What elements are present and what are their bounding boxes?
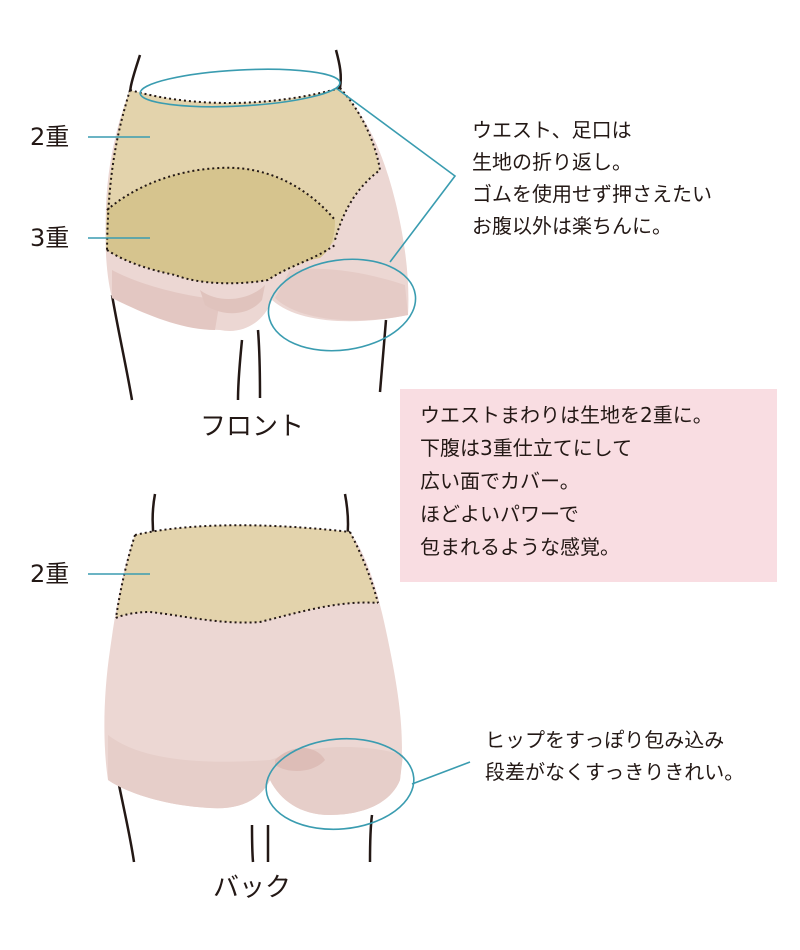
front-seam-left: [106, 89, 131, 251]
info-box-line: ほどよいパワーで: [420, 502, 579, 526]
back-hip-callout-ellipse: [265, 737, 415, 831]
info-box-line: 広い面でカバー。: [420, 469, 580, 493]
back-gusset: [275, 747, 325, 772]
info-box-line: ウエストまわりは生地を2重に。: [420, 403, 713, 427]
front-gusset: [200, 285, 265, 314]
front-seam-waist: [129, 87, 341, 104]
back-right-leg-outer: [368, 814, 374, 863]
front-leg-callout-ellipse: [267, 258, 417, 352]
front-waist-callout-ellipse: [139, 68, 341, 108]
front-hem-left: [112, 270, 220, 330]
front-note-line: ゴムを使用せず押さえたい: [472, 182, 712, 206]
front-right-leg-inner: [256, 329, 262, 399]
front-note-line: 生地の折り返し。: [472, 150, 632, 174]
front-note-line: ウエスト、足口は: [472, 118, 632, 142]
front-note-line: お腹以外は楽ちんに。: [472, 214, 672, 238]
front-seam-bottom: [106, 244, 336, 285]
front-label-3-layer: 3重: [30, 224, 70, 252]
front-body-right-line: [334, 49, 343, 89]
back-callout-connector: [411, 761, 471, 785]
back-label-2-layer: 2重: [30, 560, 70, 588]
info-box-line: 下腹は3重仕立てにして: [420, 436, 633, 460]
back-figure: [88, 493, 471, 863]
back-note: ヒップをすっぽり包み込み 段差がなくすっきりきれい。: [485, 724, 744, 788]
back-layer-2: [116, 525, 378, 623]
back-left-leg-outer: [116, 779, 136, 863]
front-left-leg-outer: [110, 294, 134, 401]
front-callout-connector: [335, 87, 457, 263]
info-box: ウエストまわりは生地を2重に。 下腹は3重仕立てにして 広い面でカバー。 ほどよ…: [400, 389, 777, 582]
back-seam-bottom: [115, 601, 379, 624]
front-seam-layer3-top: [106, 166, 336, 221]
back-note-line: 段差がなくすっきりきれい。: [485, 760, 745, 784]
front-left-leg-inner: [236, 339, 244, 401]
back-seam-waist: [134, 524, 351, 536]
back-note-line: ヒップをすっぽり包み込み: [485, 728, 725, 752]
back-caption: バック: [213, 873, 292, 903]
front-label-2-layer: 2重: [30, 123, 70, 151]
front-layer-3: [107, 167, 335, 284]
back-left-leg-inner: [250, 824, 255, 863]
back-hem: [108, 735, 403, 815]
front-hem-right: [275, 268, 408, 321]
info-box-line: 包まれるような感覚。: [420, 535, 620, 559]
front-caption: フロント: [200, 412, 305, 442]
front-figure: [88, 49, 457, 401]
front-note: ウエスト、足口は 生地の折り返し。 ゴムを使用せず押さえたい お腹以外は楽ちんに…: [472, 114, 712, 242]
back-seam-left: [115, 534, 136, 619]
front-right-leg-outer: [378, 319, 388, 393]
